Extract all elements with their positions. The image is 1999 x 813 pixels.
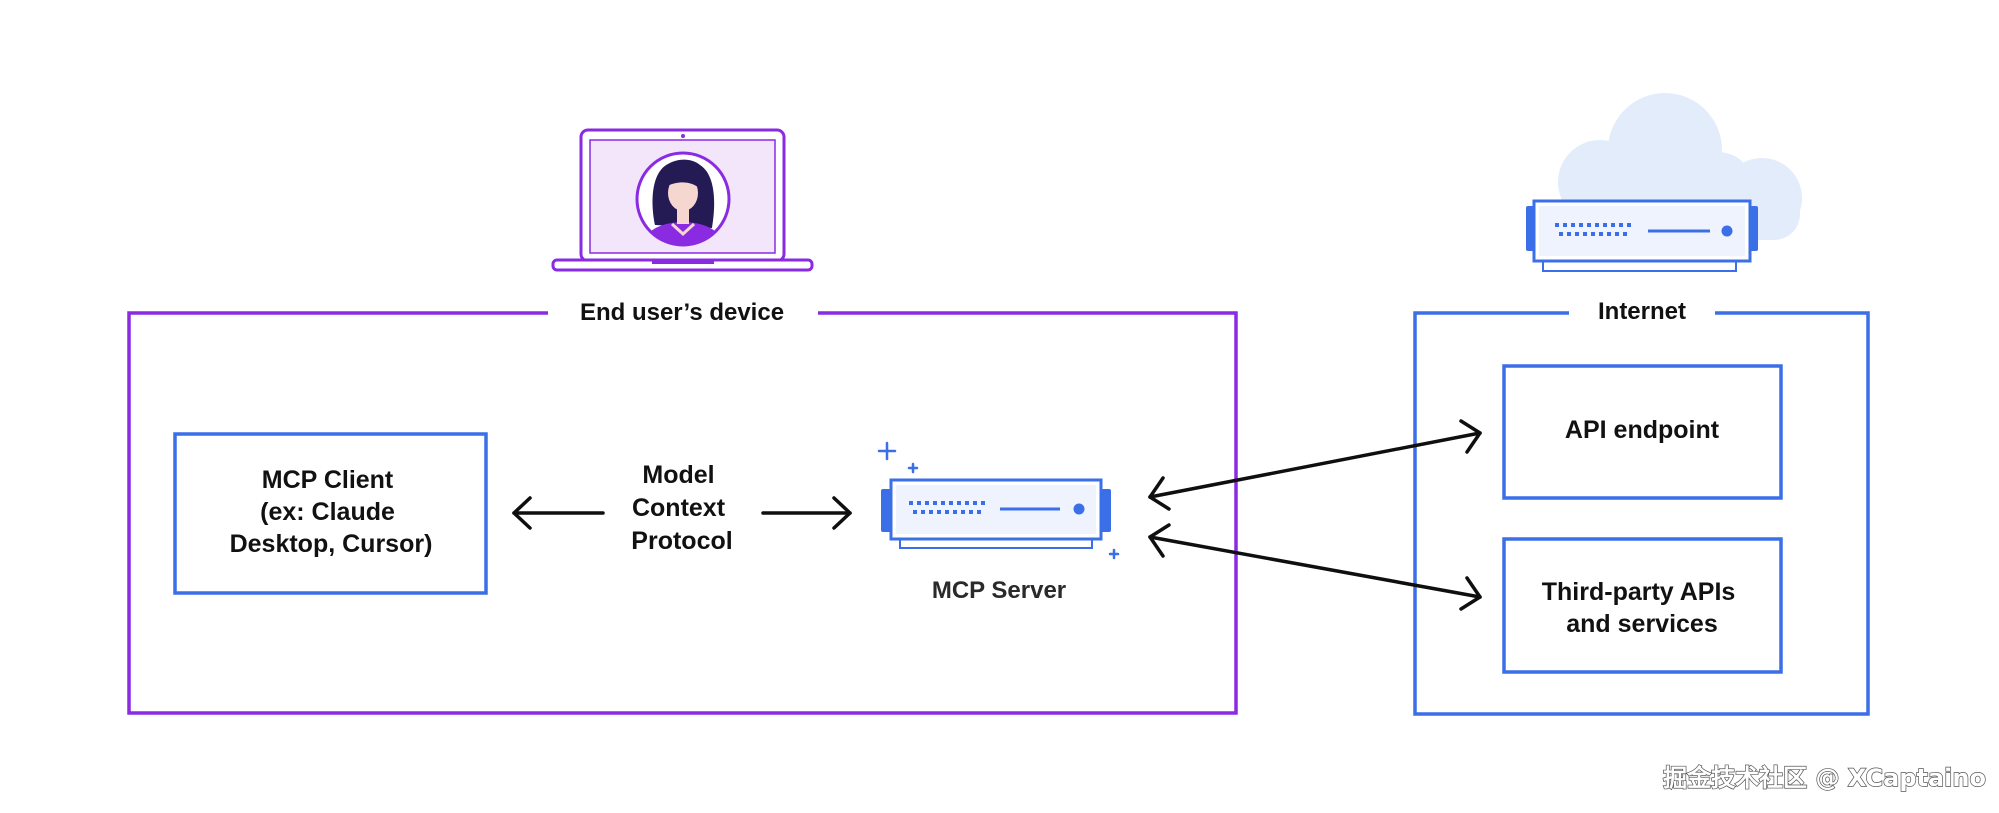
mcp-server-label: MCP Server (932, 577, 1066, 604)
mcp-client-node: MCP Client (ex: Claude Desktop, Cursor) (173, 432, 488, 595)
device-group: End user’s device (127, 299, 1238, 715)
internet-group: Internet (1413, 298, 1870, 716)
sparkle-icon (877, 441, 1120, 560)
arrow-left (512, 496, 605, 530)
arrow-server-api (1148, 419, 1482, 511)
protocol-label-line: Context (632, 494, 726, 522)
device-group-label: End user’s device (580, 299, 784, 326)
server-icon (1526, 199, 1758, 272)
mcp-client-label-line: MCP Client (262, 466, 394, 494)
third-party-label-line: and services (1566, 610, 1718, 638)
api-endpoint-label: API endpoint (1565, 416, 1720, 444)
mcp-client-label-line: (ex: Claude (260, 498, 395, 526)
svg-text:Third-party APIs and ser: Third-party APIs and services (1542, 578, 1743, 638)
third-party-label-line: Third-party APIs (1542, 578, 1736, 606)
user-avatar-icon (635, 151, 731, 247)
protocol-label-line: Model (642, 461, 714, 489)
protocol-label-line: Protocol (631, 527, 732, 555)
arrow-server-thirdparty (1148, 523, 1482, 611)
api-endpoint-node: API endpoint (1502, 364, 1783, 500)
arrow-right (761, 496, 852, 530)
server-icon (877, 441, 1120, 560)
third-party-node: Third-party APIs and services (1502, 537, 1783, 674)
protocol-label: Model Context Protocol (631, 461, 732, 555)
mcp-client-label-line: Desktop, Cursor) (230, 530, 433, 558)
svg-text:MCP Client (ex: Claude: MCP Client (ex: Claude Desktop, Cursor) (230, 466, 433, 558)
internet-group-label: Internet (1598, 298, 1686, 325)
watermark-text: 掘金技术社区 @ XCaptaino (1663, 764, 1986, 792)
